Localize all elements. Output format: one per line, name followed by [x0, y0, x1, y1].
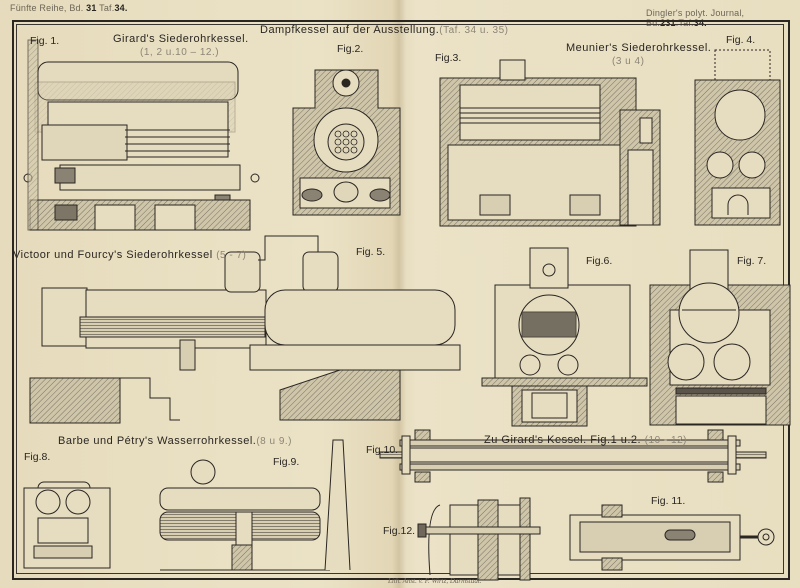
fig6-drawing	[481, 247, 648, 427]
fig3-drawing	[439, 59, 661, 227]
fig9-label: Fig.9.	[273, 456, 300, 468]
fig11-label: Fig. 11.	[651, 495, 686, 507]
fig10-drawing	[379, 429, 767, 483]
plate-number: 34.	[114, 3, 128, 13]
volume-number: 31	[86, 3, 97, 13]
fig10-label: Fig.10.	[366, 444, 399, 456]
journal-label: Dingler's polyt. Journal, Bd.	[646, 8, 745, 28]
meunier-ref: (3 u 4)	[612, 56, 645, 67]
meunier-title: Meunier's Siederohrkessel.	[566, 42, 712, 54]
fig2-drawing	[292, 69, 401, 216]
barbe-title-text: Barbe und Pétry's Wasserrohrkessel.	[58, 435, 257, 447]
fig5-drawing	[29, 235, 461, 424]
fig12-label: Fig.12.	[383, 525, 416, 537]
plate-label: Taf.	[99, 3, 115, 13]
series-label: Fünfte Reihe, Bd.	[10, 3, 84, 13]
fig11-drawing	[569, 504, 775, 571]
header-left: Fünfte Reihe, Bd. 31 Taf.34.	[10, 3, 128, 13]
fig7-drawing	[649, 249, 791, 426]
barbe-ref: (8 u 9.)	[256, 436, 293, 447]
victoor-ref: (5 - 7)	[216, 250, 247, 261]
fig6-label: Fig.6.	[586, 255, 613, 267]
fig7-label: Fig. 7.	[737, 255, 767, 267]
girard-ref: (1, 2 u.10 – 12.)	[140, 47, 220, 58]
lithographer-credit: Lith. Anst. v. F. Wirtz, Darmstadt.	[388, 577, 482, 585]
fig8-drawing	[23, 481, 111, 569]
fig1-drawing	[23, 39, 260, 231]
fig3-label: Fig.3.	[435, 52, 462, 64]
barbe-title: Barbe und Pétry's Wasserrohrkessel.(8 u …	[58, 435, 292, 447]
victoor-title-text: Victoor und Fourcy's Siederohrkessel	[13, 249, 213, 261]
victoor-title: Victoor und Fourcy's Siederohrkessel (5 …	[13, 249, 246, 261]
girard-parts-ref: (10 - 12)	[644, 435, 687, 446]
girard-parts-title: Zu Girard's Kessel. Fig.1 u.2. (10 - 12)	[484, 434, 687, 446]
header-right: Dingler's polyt. Journal, Bd.231.Taf.34.	[646, 8, 800, 28]
journal-plate-label: .Taf.	[675, 18, 694, 28]
fig2-label: Fig.2.	[337, 43, 364, 55]
fig9-drawing	[159, 439, 351, 571]
girard-title: Girard's Siederohrkessel.	[113, 33, 249, 45]
fig1-label: Fig. 1.	[30, 35, 60, 47]
journal-volume: 231	[660, 18, 676, 28]
fig8-label: Fig.8.	[24, 451, 51, 463]
main-title-ref: (Taf. 34 u. 35)	[439, 25, 509, 36]
main-title-text: Dampfkessel auf der Ausstellung.	[260, 24, 440, 36]
fig4-label: Fig. 4.	[726, 34, 756, 46]
girard-parts-title-text: Zu Girard's Kessel. Fig.1 u.2.	[484, 434, 642, 446]
journal-plate-number: 34.	[693, 18, 707, 28]
fig4-drawing	[694, 49, 781, 226]
fig5-label: Fig. 5.	[356, 246, 386, 258]
main-title: Dampfkessel auf der Ausstellung.(Taf. 34…	[260, 24, 508, 36]
fig12-drawing	[417, 497, 541, 581]
